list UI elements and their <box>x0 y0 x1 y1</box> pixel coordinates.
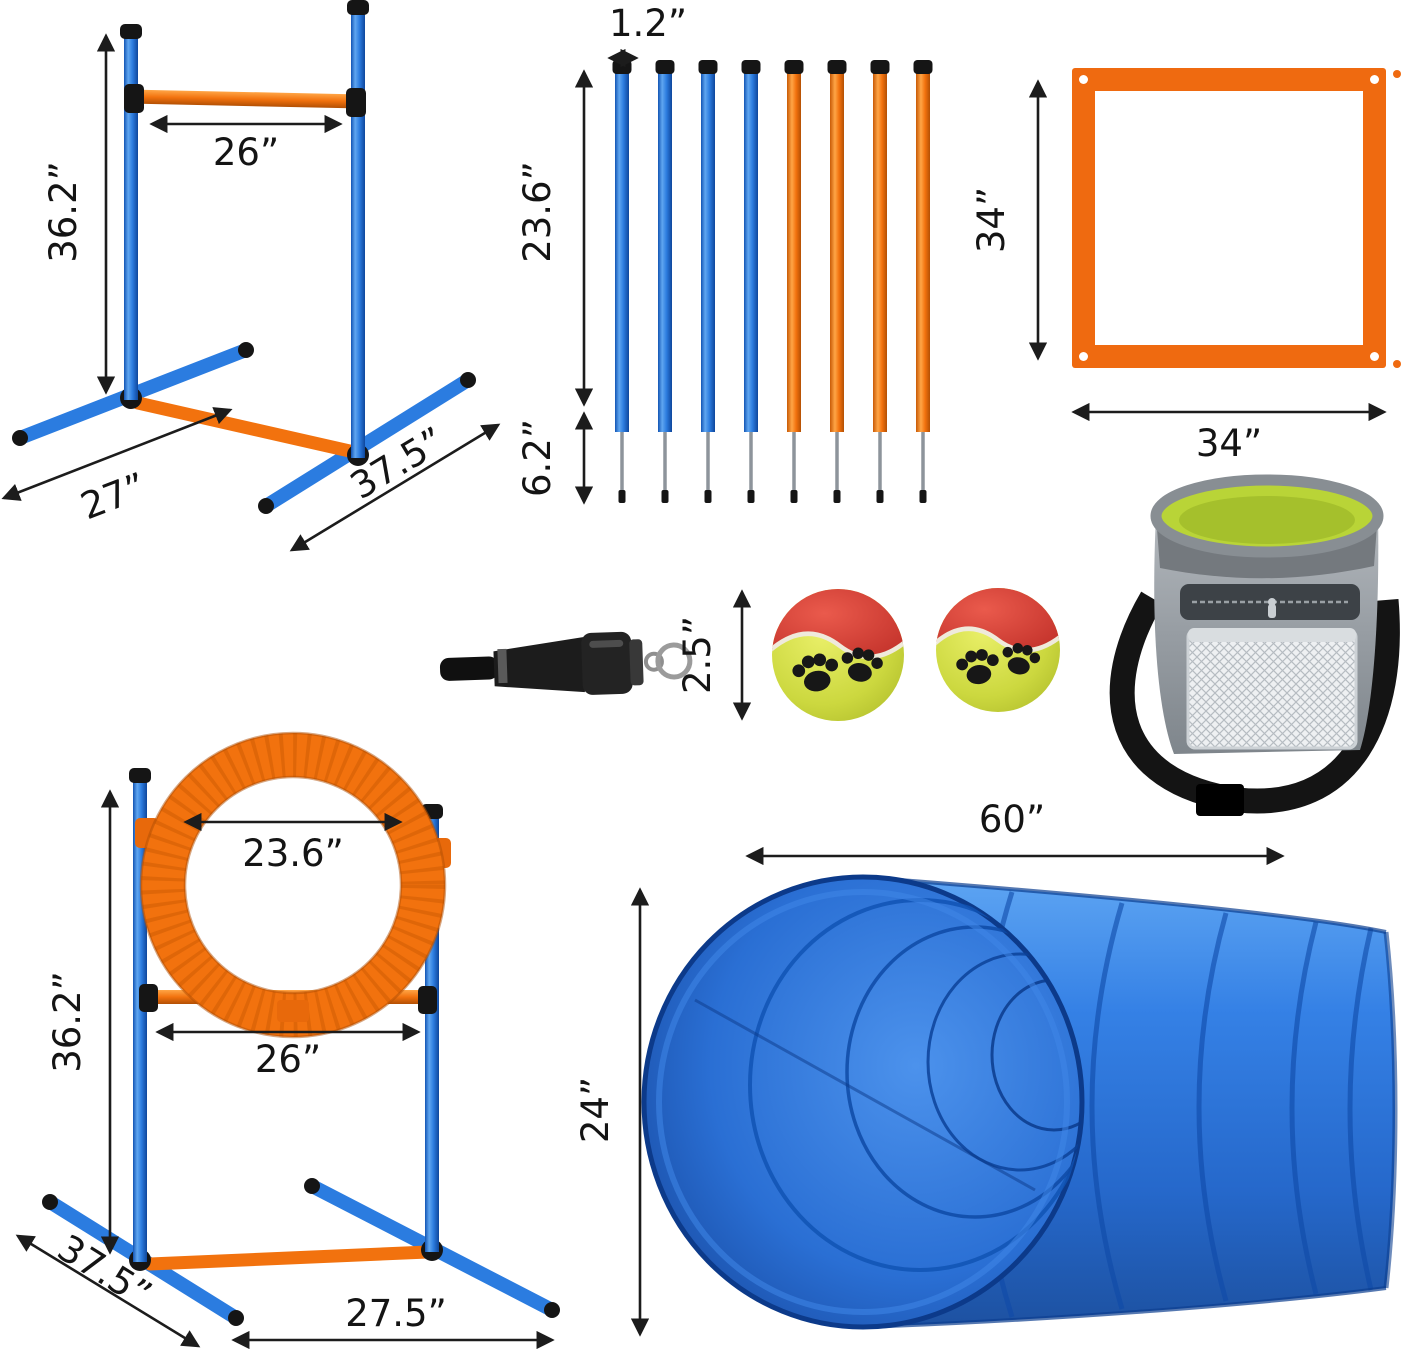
ring-bar-label: 26” <box>255 1038 321 1081</box>
ball-seam <box>936 626 1060 653</box>
hurdle-bar-label: 26” <box>213 131 279 174</box>
tennis-balls-figure <box>772 588 1060 721</box>
tube-end-cap <box>258 498 274 514</box>
ring-outline-inner <box>183 775 403 995</box>
bar-clip <box>124 84 144 113</box>
weave-poles-blue <box>615 72 758 432</box>
tunnel-diameter-label: 24” <box>574 1077 617 1143</box>
dimension-arrow <box>15 1234 201 1348</box>
ring-bottom-connector <box>277 1000 309 1022</box>
tube-end-cap <box>460 372 476 388</box>
corner-hole <box>1079 75 1088 84</box>
tube-end-cap <box>544 1302 560 1318</box>
tube-end-cap <box>42 1194 58 1210</box>
tunnel-dimensions: 60” 24” <box>574 798 1285 1337</box>
corner-hole <box>1370 75 1379 84</box>
whistle-band <box>497 648 508 684</box>
ring-dimensions: 23.6” 36.2” 26” 37.5” 27.5” <box>15 789 555 1350</box>
square-frame-figure <box>1072 68 1401 368</box>
whistle-highlight <box>589 639 624 648</box>
tunnel-rim-highlight <box>656 889 1070 1315</box>
ball-dimensions: 2.5” <box>676 589 752 721</box>
tube-end-cap <box>238 342 254 358</box>
corner-dot <box>1393 70 1401 78</box>
strap-buckle <box>1196 784 1244 816</box>
weave-spike-label: 6.2” <box>516 419 559 497</box>
ring-width-label: 27.5” <box>345 1292 447 1335</box>
tunnel-bottom-edge <box>863 1286 1387 1329</box>
square-frame-inner <box>1095 91 1363 345</box>
whistle-link <box>643 651 664 672</box>
square-width-label: 34” <box>1196 422 1262 465</box>
hurdle-height-label: 36.2” <box>42 161 85 263</box>
hurdle-depth-label: 27” <box>75 464 152 528</box>
bar-clip <box>418 986 437 1014</box>
weave-pole-spike-tips <box>618 490 927 503</box>
corner-hole <box>1079 352 1088 361</box>
tennis-ball <box>936 588 1060 712</box>
weave-dimensions: 1.2” 23.6” 6.2” <box>516 2 687 505</box>
square-dimensions: 34” 34” <box>970 79 1387 465</box>
weave-pole-spikes <box>620 430 925 492</box>
tube-end-cap <box>12 430 28 446</box>
hurdle-jump-bar <box>133 89 357 109</box>
weave-poles-orange <box>787 72 930 432</box>
tube-end-cap <box>228 1310 244 1326</box>
treat-bag-figure <box>1109 474 1400 816</box>
weave-pole-caps <box>612 60 933 74</box>
ring-diameter-label: 23.6” <box>242 832 344 875</box>
whistle-mouthpiece <box>439 656 499 681</box>
treat-bag-rim <box>1150 474 1384 558</box>
pole-cap <box>129 768 151 783</box>
ring-hoop-ridges <box>141 733 445 1037</box>
zipper-pull-tab <box>1268 604 1276 618</box>
square-height-label: 34” <box>970 187 1013 253</box>
dimension-arrow <box>289 423 501 552</box>
tunnel-top-edge <box>861 875 1387 934</box>
weave-poles-figure <box>612 60 933 503</box>
pole-cap <box>347 0 369 15</box>
weave-diameter-label: 1.2” <box>609 2 687 45</box>
whistle-keyring <box>655 642 693 680</box>
treat-bag-opening-inner <box>1179 496 1355 544</box>
ring-height-label: 36.2” <box>46 971 89 1073</box>
hurdle-base-crossbar <box>131 396 361 459</box>
ring-base-crossbar <box>143 1245 435 1271</box>
bar-clip <box>139 984 158 1012</box>
whistle-end-cap <box>629 639 644 686</box>
corner-dot <box>1393 360 1401 368</box>
whistle-figure <box>439 631 693 695</box>
tunnel-figure <box>641 874 1398 1330</box>
ball-diameter-label: 2.5” <box>676 616 719 694</box>
hurdle-dimensions: 36.2” 26” 27” 37.5” <box>1 33 501 552</box>
zipper-pull <box>1268 598 1276 606</box>
tennis-ball <box>772 589 904 721</box>
tube-end-cap <box>304 1178 320 1194</box>
ball-seam <box>772 631 904 660</box>
mesh-pocket-elastic <box>1188 628 1356 642</box>
dimension-arrow <box>1 407 233 501</box>
weave-length-label: 23.6” <box>516 161 559 263</box>
tunnel-back-edge <box>1383 931 1398 1289</box>
bar-clip <box>346 88 366 117</box>
tunnel-length-label: 60” <box>979 798 1045 841</box>
pole-cap <box>120 24 142 39</box>
hurdle-left-pole <box>124 36 138 400</box>
mesh-pocket <box>1186 628 1358 750</box>
hurdle-right-pole <box>351 8 365 458</box>
whistle-body <box>493 637 585 693</box>
corner-hole <box>1370 352 1379 361</box>
